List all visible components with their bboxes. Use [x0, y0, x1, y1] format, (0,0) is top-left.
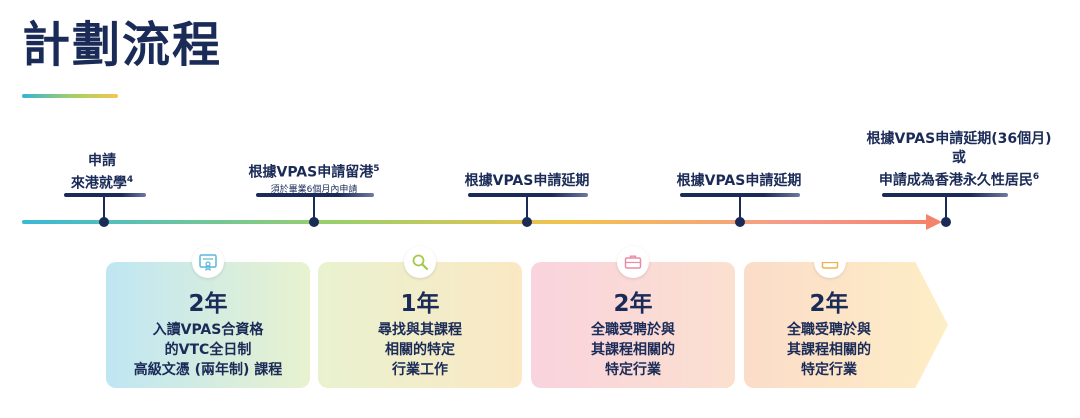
stage-card-3: 2年 全職受聘於與 其課程相關的 特定行業 — [531, 246, 735, 388]
milestone-bar-4 — [680, 193, 800, 197]
stage-years: 1年 — [400, 291, 440, 317]
stage-description: 尋找與其課程 相關的特定 行業工作 — [378, 322, 462, 378]
stage-card-2: 1年 尋找與其課程 相關的特定 行業工作 — [318, 246, 522, 388]
milestone-bar-5 — [882, 193, 1008, 197]
timeline-arrow — [926, 214, 942, 230]
stage-card-1: 2年 入讀VPAS合資格 的VTC全日制 高級文憑 (兩年制) 課程 — [106, 246, 310, 388]
briefcase-icon — [813, 262, 846, 278]
stage-years: 2年 — [188, 291, 228, 317]
timeline-dot-3 — [522, 217, 532, 227]
title-underline — [22, 94, 118, 98]
stage-card-4: 2年 全職受聘於與 其課程相關的 特定行業 — [744, 262, 948, 388]
stage-description: 全職受聘於與 其課程相關的 特定行業 — [787, 322, 871, 378]
magnifier-icon — [404, 246, 436, 278]
briefcase-icon — [617, 246, 649, 278]
milestone-label-3: 根據VPAS申請延期 — [464, 173, 590, 189]
timeline-tick-5 — [945, 196, 947, 222]
timeline-tick-3 — [526, 196, 528, 222]
certificate-icon — [192, 246, 224, 278]
milestone-bar-1 — [64, 193, 146, 197]
stage-years: 2年 — [613, 291, 653, 317]
stage-description: 入讀VPAS合資格 的VTC全日制 高級文憑 (兩年制) 課程 — [133, 322, 283, 378]
timeline-tick-1 — [103, 196, 105, 222]
milestone-label-2: 根據VPAS申請留港5 須於畢業6個月內申請 — [248, 164, 380, 195]
milestone-label-5: 根據VPAS申請延期(36個月) 或 申請成為香港永久性居民6 — [866, 131, 1052, 189]
stage-years: 2年 — [809, 291, 849, 317]
timeline-tick-4 — [739, 196, 741, 222]
timeline-dot-1 — [99, 217, 109, 227]
page-title: 計劃流程 — [22, 17, 223, 73]
milestone-label-1: 申請 來港就學4 — [70, 153, 134, 192]
timeline-dot-4 — [735, 217, 745, 227]
timeline-dot-2 — [309, 217, 319, 227]
stage-description: 全職受聘於與 其課程相關的 特定行業 — [591, 322, 675, 378]
timeline-tick-2 — [313, 196, 315, 222]
milestone-label-4: 根據VPAS申請延期 — [676, 173, 802, 189]
timeline-dot-5 — [941, 217, 951, 227]
milestone-bar-3 — [468, 193, 588, 197]
timeline-line — [22, 220, 930, 224]
milestone-bar-2 — [256, 193, 374, 197]
